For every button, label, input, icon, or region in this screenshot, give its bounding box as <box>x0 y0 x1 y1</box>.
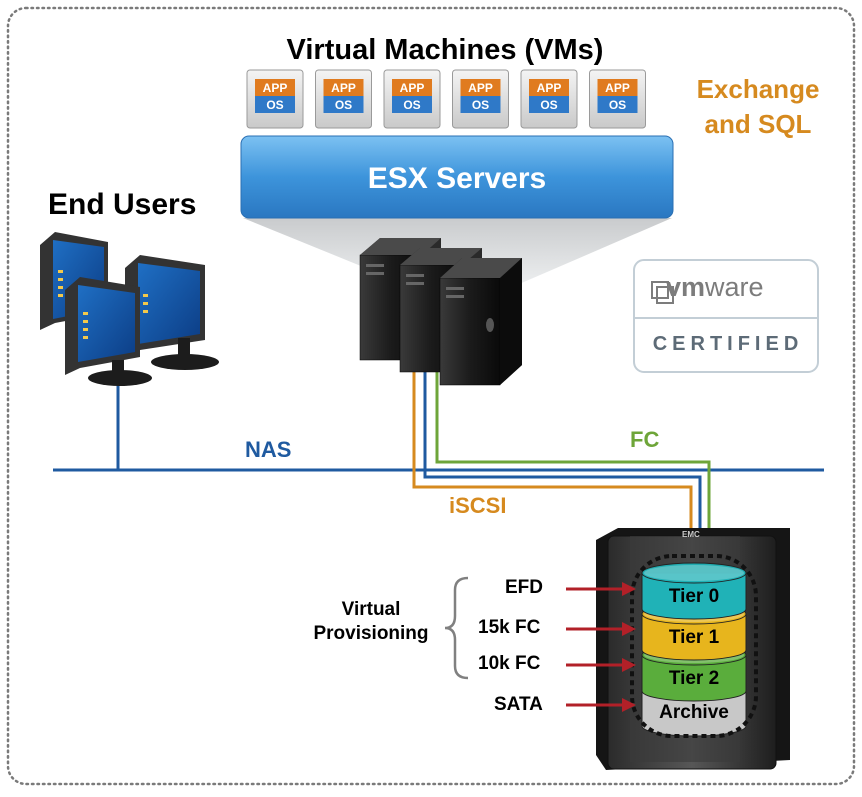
vm-box: APP OS <box>452 69 509 129</box>
vm-box: APP OS <box>589 69 646 129</box>
vm-app-layer <box>323 79 364 96</box>
vm-os-text: OS <box>266 98 283 112</box>
vm-app-text: APP <box>263 81 288 95</box>
workload-label: Exchange and SQL <box>688 72 828 142</box>
drive-type-10k-fc: 10k FC <box>478 653 541 674</box>
vm-box: APP OS <box>246 69 304 129</box>
arrow-efd <box>566 582 636 596</box>
vm-os-layer <box>323 96 364 113</box>
nas-cable <box>423 360 702 545</box>
computer-2 <box>125 255 219 370</box>
vm-os-layer <box>460 96 501 113</box>
iscsi-cable <box>412 360 693 545</box>
vm-os-text: OS <box>335 98 352 112</box>
computer-3 <box>65 277 152 386</box>
vm-box: APP OS <box>315 69 372 129</box>
provisioning-brace <box>444 576 469 680</box>
vmware-logo-icon <box>651 281 669 299</box>
tier-0-label: Tier 0 <box>668 586 720 607</box>
vm-app-text: APP <box>605 81 630 95</box>
vm-os-layer <box>597 96 638 113</box>
vm-os-text: OS <box>472 98 489 112</box>
vm-os-text: OS <box>403 98 420 112</box>
vm-title: Virtual Machines (VMs) <box>286 34 604 66</box>
vm-box: APP OS <box>520 69 578 129</box>
esx-servers-label: ESX Servers <box>367 162 547 195</box>
vp-line-2: Provisioning <box>313 623 429 644</box>
vm-app-text: APP <box>400 81 425 95</box>
vm-os-layer <box>529 96 569 113</box>
arrow-15k-fc <box>566 622 636 636</box>
vmware-certified-badge <box>633 259 819 373</box>
drive-arrows <box>566 582 636 712</box>
drive-type-efd: EFD <box>505 577 543 598</box>
end-users-label: End Users <box>48 188 197 221</box>
arrow-sata <box>566 698 636 712</box>
vp-line-1: Virtual <box>341 599 401 620</box>
vm-app-layer <box>529 79 569 96</box>
workload-line-1: Exchange <box>696 74 820 104</box>
tier-2-label: Tier 2 <box>668 668 720 689</box>
end-user-computers <box>40 232 219 386</box>
vm-os-text: OS <box>540 98 557 112</box>
tier-dotted-outline <box>630 554 758 738</box>
vm-app-layer <box>392 79 432 96</box>
tier-0-cylinder <box>641 562 747 620</box>
vm-app-layer <box>597 79 638 96</box>
vm-os-layer <box>255 96 295 113</box>
vm-os-layer <box>392 96 432 113</box>
vmware-wordmark: vmware <box>666 272 764 302</box>
arrow-10k-fc <box>566 658 636 672</box>
tier-1-label: Tier 1 <box>668 627 720 648</box>
drive-type-15k-fc: 15k FC <box>478 617 541 638</box>
vm-app-text: APP <box>468 81 493 95</box>
fc-cable <box>435 360 711 545</box>
esx-server-rack <box>359 238 522 386</box>
vm-box: APP OS <box>383 69 441 129</box>
nas-label: NAS <box>245 437 292 462</box>
tier-stack <box>630 554 758 738</box>
fc-label: FC <box>630 427 660 452</box>
vm-app-text: APP <box>331 81 356 95</box>
iscsi-label: iSCSI <box>449 493 507 518</box>
vm-group: APP OS APP OS APP OS APP OS APP OS APP OS <box>246 69 646 129</box>
vm-os-text: OS <box>609 98 626 112</box>
server-3 <box>439 258 522 386</box>
workload-line-2: and SQL <box>704 109 812 139</box>
virtual-provisioning-label: Virtual Provisioning <box>302 598 440 646</box>
archive-label: Archive <box>659 702 729 723</box>
vm-app-text: APP <box>537 81 562 95</box>
certified-label: CERTIFIED <box>652 333 804 355</box>
esx-servers-bar <box>240 135 674 219</box>
array-brand: EMC <box>682 530 700 539</box>
vm-app-layer <box>460 79 501 96</box>
vm-app-layer <box>255 79 295 96</box>
drive-type-sata: SATA <box>494 694 543 715</box>
